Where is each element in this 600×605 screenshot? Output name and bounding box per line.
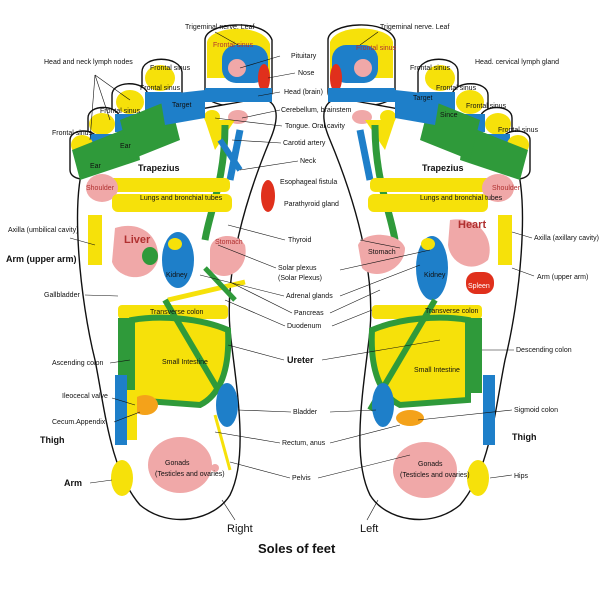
- zone-frontal-sinus-bigtoe-right: Frontal sinus: [213, 42, 254, 49]
- label-head-neck-lymph: Head and neck lymph nodes: [44, 59, 133, 66]
- zone-gonads-sub-left: (Testicles and ovaries): [400, 472, 470, 479]
- zone-trapezius-left: Trapezius: [422, 163, 464, 173]
- zone-gonads-sub-right: (Testicles and ovaries): [155, 471, 225, 478]
- zone-frontal-sinus-bigtoe-left: Frontal sinus: [356, 45, 397, 52]
- zone-target-right: Target: [172, 102, 192, 109]
- zone-trapezius-right: Trapezius: [138, 163, 180, 173]
- label-tongue: Tongue. Oral cavity: [285, 123, 345, 130]
- foot-name-left: Left: [360, 523, 378, 535]
- right-foot: [69, 24, 277, 521]
- zone-small-intestine-right: Small Intestine: [162, 359, 208, 366]
- label-carotid: Carotid artery: [283, 140, 326, 147]
- label-rectum: Rectum, anus: [282, 440, 326, 447]
- zone-frontal-sinus-l4: Frontal sinus: [466, 103, 507, 110]
- zone-frontal-sinus-l2: Frontal sinus: [410, 65, 451, 72]
- page-title: Soles of feet: [258, 541, 336, 556]
- label-descending-colon: Descending colon: [516, 347, 572, 354]
- label-thigh-right: Thigh: [40, 435, 65, 445]
- label-pituitary: Pituitary: [291, 53, 317, 60]
- label-ureter: Ureter: [287, 355, 314, 365]
- label-arm-right: Arm: [64, 478, 82, 488]
- zone-gonads-left: Gonads: [418, 461, 443, 468]
- zone-frontal-sinus-r4: Frontal sinus: [100, 108, 141, 115]
- zone-ear-right-b: Ear: [90, 163, 102, 170]
- zone-heart: Heart: [458, 219, 486, 231]
- zone-kidney-right: Kidney: [166, 272, 188, 279]
- zone-kidney-left: Kidney: [424, 272, 446, 279]
- label-sigmoid: Sigmoid colon: [514, 407, 558, 414]
- label-thigh-left: Thigh: [512, 432, 537, 442]
- label-arm-upper-left: Arm (upper arm): [537, 274, 588, 281]
- label-head-brain: Head (brain): [284, 89, 323, 96]
- zone-lungs-right: Lungs and bronchial tubes: [140, 195, 223, 202]
- label-solar-plexus-sub: (Solar Plexus): [278, 275, 322, 282]
- label-axilla-left: Axilla (axillary cavity): [534, 235, 599, 242]
- zone-ear-right-a: Ear: [120, 143, 132, 150]
- zone-liver: Liver: [124, 234, 151, 246]
- label-head-cervical-lymph: Head. cervical lymph gland: [475, 59, 559, 66]
- label-hips: Hips: [514, 473, 529, 480]
- zone-lungs-left: Lungs and bronchial tubes: [420, 195, 503, 202]
- zone-spleen: Spleen: [468, 283, 490, 290]
- label-pelvis: Pelvis: [292, 475, 311, 482]
- zone-frontal-sinus-l3: Frontal sinus: [436, 85, 477, 92]
- label-cerebellum: Cerebellum, brainstem: [281, 107, 352, 114]
- label-frontal-sinus-r5: Frontal sinus: [52, 130, 93, 137]
- zone-frontal-sinus-r2: Frontal sinus: [150, 65, 191, 72]
- label-parathyroid: Parathyroid gland: [284, 201, 339, 208]
- label-arm-upper-right: Arm (upper arm): [6, 254, 77, 264]
- label-axilla-right: Axilla (umbilical cavity): [8, 227, 78, 234]
- zone-shoulder-right: Shoulder: [86, 185, 115, 192]
- label-bladder: Bladder: [293, 409, 318, 416]
- leader-lines: [69, 31, 535, 484]
- zone-small-intestine-left: Small Intestine: [414, 367, 460, 374]
- zone-since-left: Since: [440, 112, 458, 119]
- label-cecum: Cecum.Appendix: [52, 419, 106, 426]
- label-duodenum: Duodenum: [287, 323, 321, 330]
- zone-target-left: Target: [413, 95, 433, 102]
- label-nose: Nose: [298, 70, 314, 77]
- label-thyroid: Thyroid: [288, 237, 311, 244]
- zone-stomach-left: Stomach: [368, 249, 396, 256]
- label-gallbladder: Gallbladder: [44, 292, 80, 299]
- label-adrenal: Adrenal glands: [286, 293, 333, 300]
- zone-transverse-colon-right: Transverse colon: [150, 309, 204, 316]
- zone-frontal-sinus-r3: Frontal sinus: [140, 85, 181, 92]
- zone-shoulder-left: Shoulder: [492, 185, 521, 192]
- label-trigeminal-left: Trigeminal nerve. Leaf: [380, 24, 449, 31]
- label-solar-plexus: Solar plexus: [278, 265, 317, 272]
- zone-gonads-right: Gonads: [165, 460, 190, 467]
- label-trigeminal-right: Trigeminal nerve. Leaf: [185, 24, 254, 31]
- label-esophageal: Esophageal fistula: [280, 179, 337, 186]
- left-foot: [323, 24, 531, 521]
- zone-transverse-colon-left: Transverse colon: [425, 308, 479, 315]
- label-ascending-colon: Ascending colon: [52, 360, 103, 367]
- label-neck: Neck: [300, 158, 316, 165]
- label-ileocecal: Ileocecal valve: [62, 393, 108, 400]
- foot-name-right: Right: [227, 523, 253, 535]
- zone-frontal-sinus-l5: Frontal sinus: [498, 127, 539, 134]
- zone-stomach-right: Stomach: [215, 239, 243, 246]
- label-pancreas: Pancreas: [294, 310, 324, 317]
